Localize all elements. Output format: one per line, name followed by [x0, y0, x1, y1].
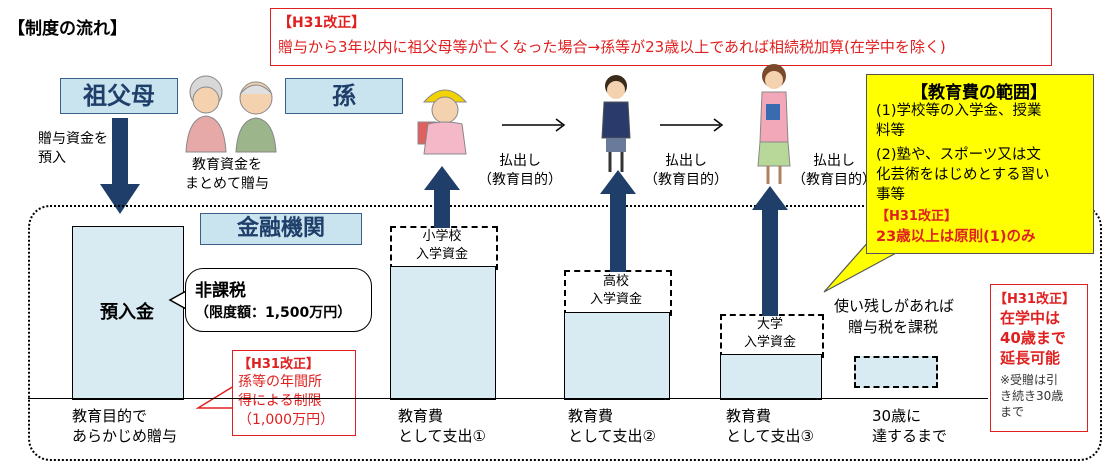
- withdraw-purpose-1: （教育目的）: [478, 172, 562, 188]
- bottom-first-2: あらかじめ贈与: [72, 427, 178, 445]
- education-scope-item-3: (2)塾や、スポーツ又は文: [876, 147, 1041, 163]
- header-note-tag: 【H31改正】: [278, 15, 366, 31]
- progress-arrow-2: [660, 118, 724, 132]
- stage1-withdraw-arrow: [424, 166, 460, 228]
- income-limit-tag: 【H31改正】: [238, 357, 319, 372]
- leftover-line-1: 使い残しがあれば: [834, 297, 955, 315]
- tax-free-limit: （限度額：1,500万円）: [195, 305, 352, 321]
- stage1-balance-box: [390, 266, 496, 400]
- withdraw-purpose-2: （教育目的）: [644, 172, 728, 188]
- leftover-line-2: 贈与税を課税: [848, 318, 939, 336]
- bottom-first-1: 教育目的で: [72, 407, 148, 425]
- stage1-bottom-1: 教育費: [398, 407, 444, 425]
- stage2-fund-label-1: 高校: [602, 274, 629, 289]
- stage3-withdraw-arrow: [752, 186, 788, 316]
- income-limit-line-1: 孫等の年間所: [238, 374, 322, 390]
- stage1-fund-label-1: 小学校: [422, 229, 462, 244]
- progress-arrow-1: [502, 118, 566, 132]
- grandparent-box: 祖父母: [60, 78, 178, 114]
- grandchild-box: 孫: [285, 78, 403, 114]
- stage3-fund-label-1: 大学: [756, 317, 783, 332]
- header-note-text: 贈与から3年以内に祖父母等が亡くなった場合→孫等が23歳以上であれば相続税加算(…: [278, 38, 946, 56]
- financial-institution-frame: [28, 205, 1102, 461]
- bottom-last-2: 達するまで: [872, 427, 948, 445]
- age-extension-tag: 【H31改正】: [994, 292, 1075, 307]
- education-scope-item-4: 化芸術をはじめとする習い: [876, 167, 1050, 183]
- age-extension-footnote-1: ※受贈は引: [1000, 373, 1059, 387]
- age-extension-line-1: 在学中は: [1000, 309, 1061, 327]
- age-extension-line-3: 延長可能: [1000, 349, 1061, 367]
- education-scope-box: [866, 74, 1094, 254]
- gift-funds-label-1: 贈与資金を: [38, 131, 108, 147]
- timeline-baseline: [28, 398, 988, 399]
- stage3-balance-box: [720, 354, 822, 400]
- withdraw-label-1: 払出し: [499, 153, 541, 169]
- financial-institution-label: 金融機関: [200, 213, 362, 245]
- highschool-student-illustration: [601, 75, 631, 172]
- header-note-box: [270, 8, 1052, 66]
- tax-free-bubble: [185, 268, 372, 332]
- age-extension-footnote-2: き続き30歳: [1000, 389, 1064, 403]
- lump-sum-label-1: 教育資金を: [192, 157, 262, 173]
- tax-free-title: 非課税: [195, 281, 246, 301]
- income-note-pointer: [196, 386, 235, 409]
- stage1-fund-dashed: [390, 226, 498, 270]
- stage1-bottom-2: として支出①: [398, 427, 486, 445]
- withdraw-label-2: 払出し: [665, 153, 707, 169]
- leftover-box: [854, 356, 938, 388]
- income-limit-box: [232, 350, 356, 436]
- deposit-arrow: [100, 118, 140, 214]
- stage2-balance-box: [564, 312, 670, 400]
- age-extension-line-2: 40歳まで: [1000, 329, 1066, 347]
- university-student-illustration: [757, 64, 791, 184]
- stage3-bottom-1: 教育費: [726, 407, 772, 425]
- bottom-last-1: 30歳に: [872, 407, 922, 425]
- education-scope-note: 23歳以上は原則(1)のみ: [876, 229, 1036, 245]
- education-scope-title: 【教育費の範囲】: [911, 83, 1047, 103]
- stage3-bottom-2: として支出③: [726, 427, 814, 445]
- stage3-fund-label-2: 入学資金: [743, 335, 796, 350]
- income-limit-line-2: 得による制限: [238, 393, 322, 409]
- deposit-box: [72, 226, 184, 400]
- elementary-child-illustration: [417, 89, 468, 155]
- education-scope-item-1: (1)学校等の入学金、授業: [876, 103, 1042, 119]
- stage2-withdraw-arrow: [600, 170, 636, 272]
- deposit-label: 預入金: [100, 302, 154, 323]
- stage1-fund-label-2: 入学資金: [415, 247, 468, 262]
- page-title: 【制度の流れ】: [8, 19, 127, 39]
- education-scope-item-5: 事等: [876, 187, 905, 203]
- grandparents-illustration: [185, 75, 277, 153]
- education-scope-item-2: 料等: [876, 123, 905, 139]
- education-scope-tag: 【H31改正】: [876, 209, 957, 224]
- withdraw-label-3: 払出し: [813, 153, 855, 169]
- lump-sum-label-2: まとめて贈与: [185, 176, 269, 192]
- stage2-bottom-2: として支出②: [568, 427, 656, 445]
- income-limit-line-3: （1,000万円）: [238, 412, 335, 428]
- withdraw-purpose-3: （教育目的）: [792, 172, 876, 188]
- age-extension-footnote-3: まで: [1000, 405, 1025, 419]
- stage2-fund-label-2: 入学資金: [589, 292, 642, 307]
- gift-funds-label-2: 預入: [38, 150, 66, 166]
- age-extension-box: [990, 284, 1088, 432]
- stage2-bottom-1: 教育費: [568, 407, 614, 425]
